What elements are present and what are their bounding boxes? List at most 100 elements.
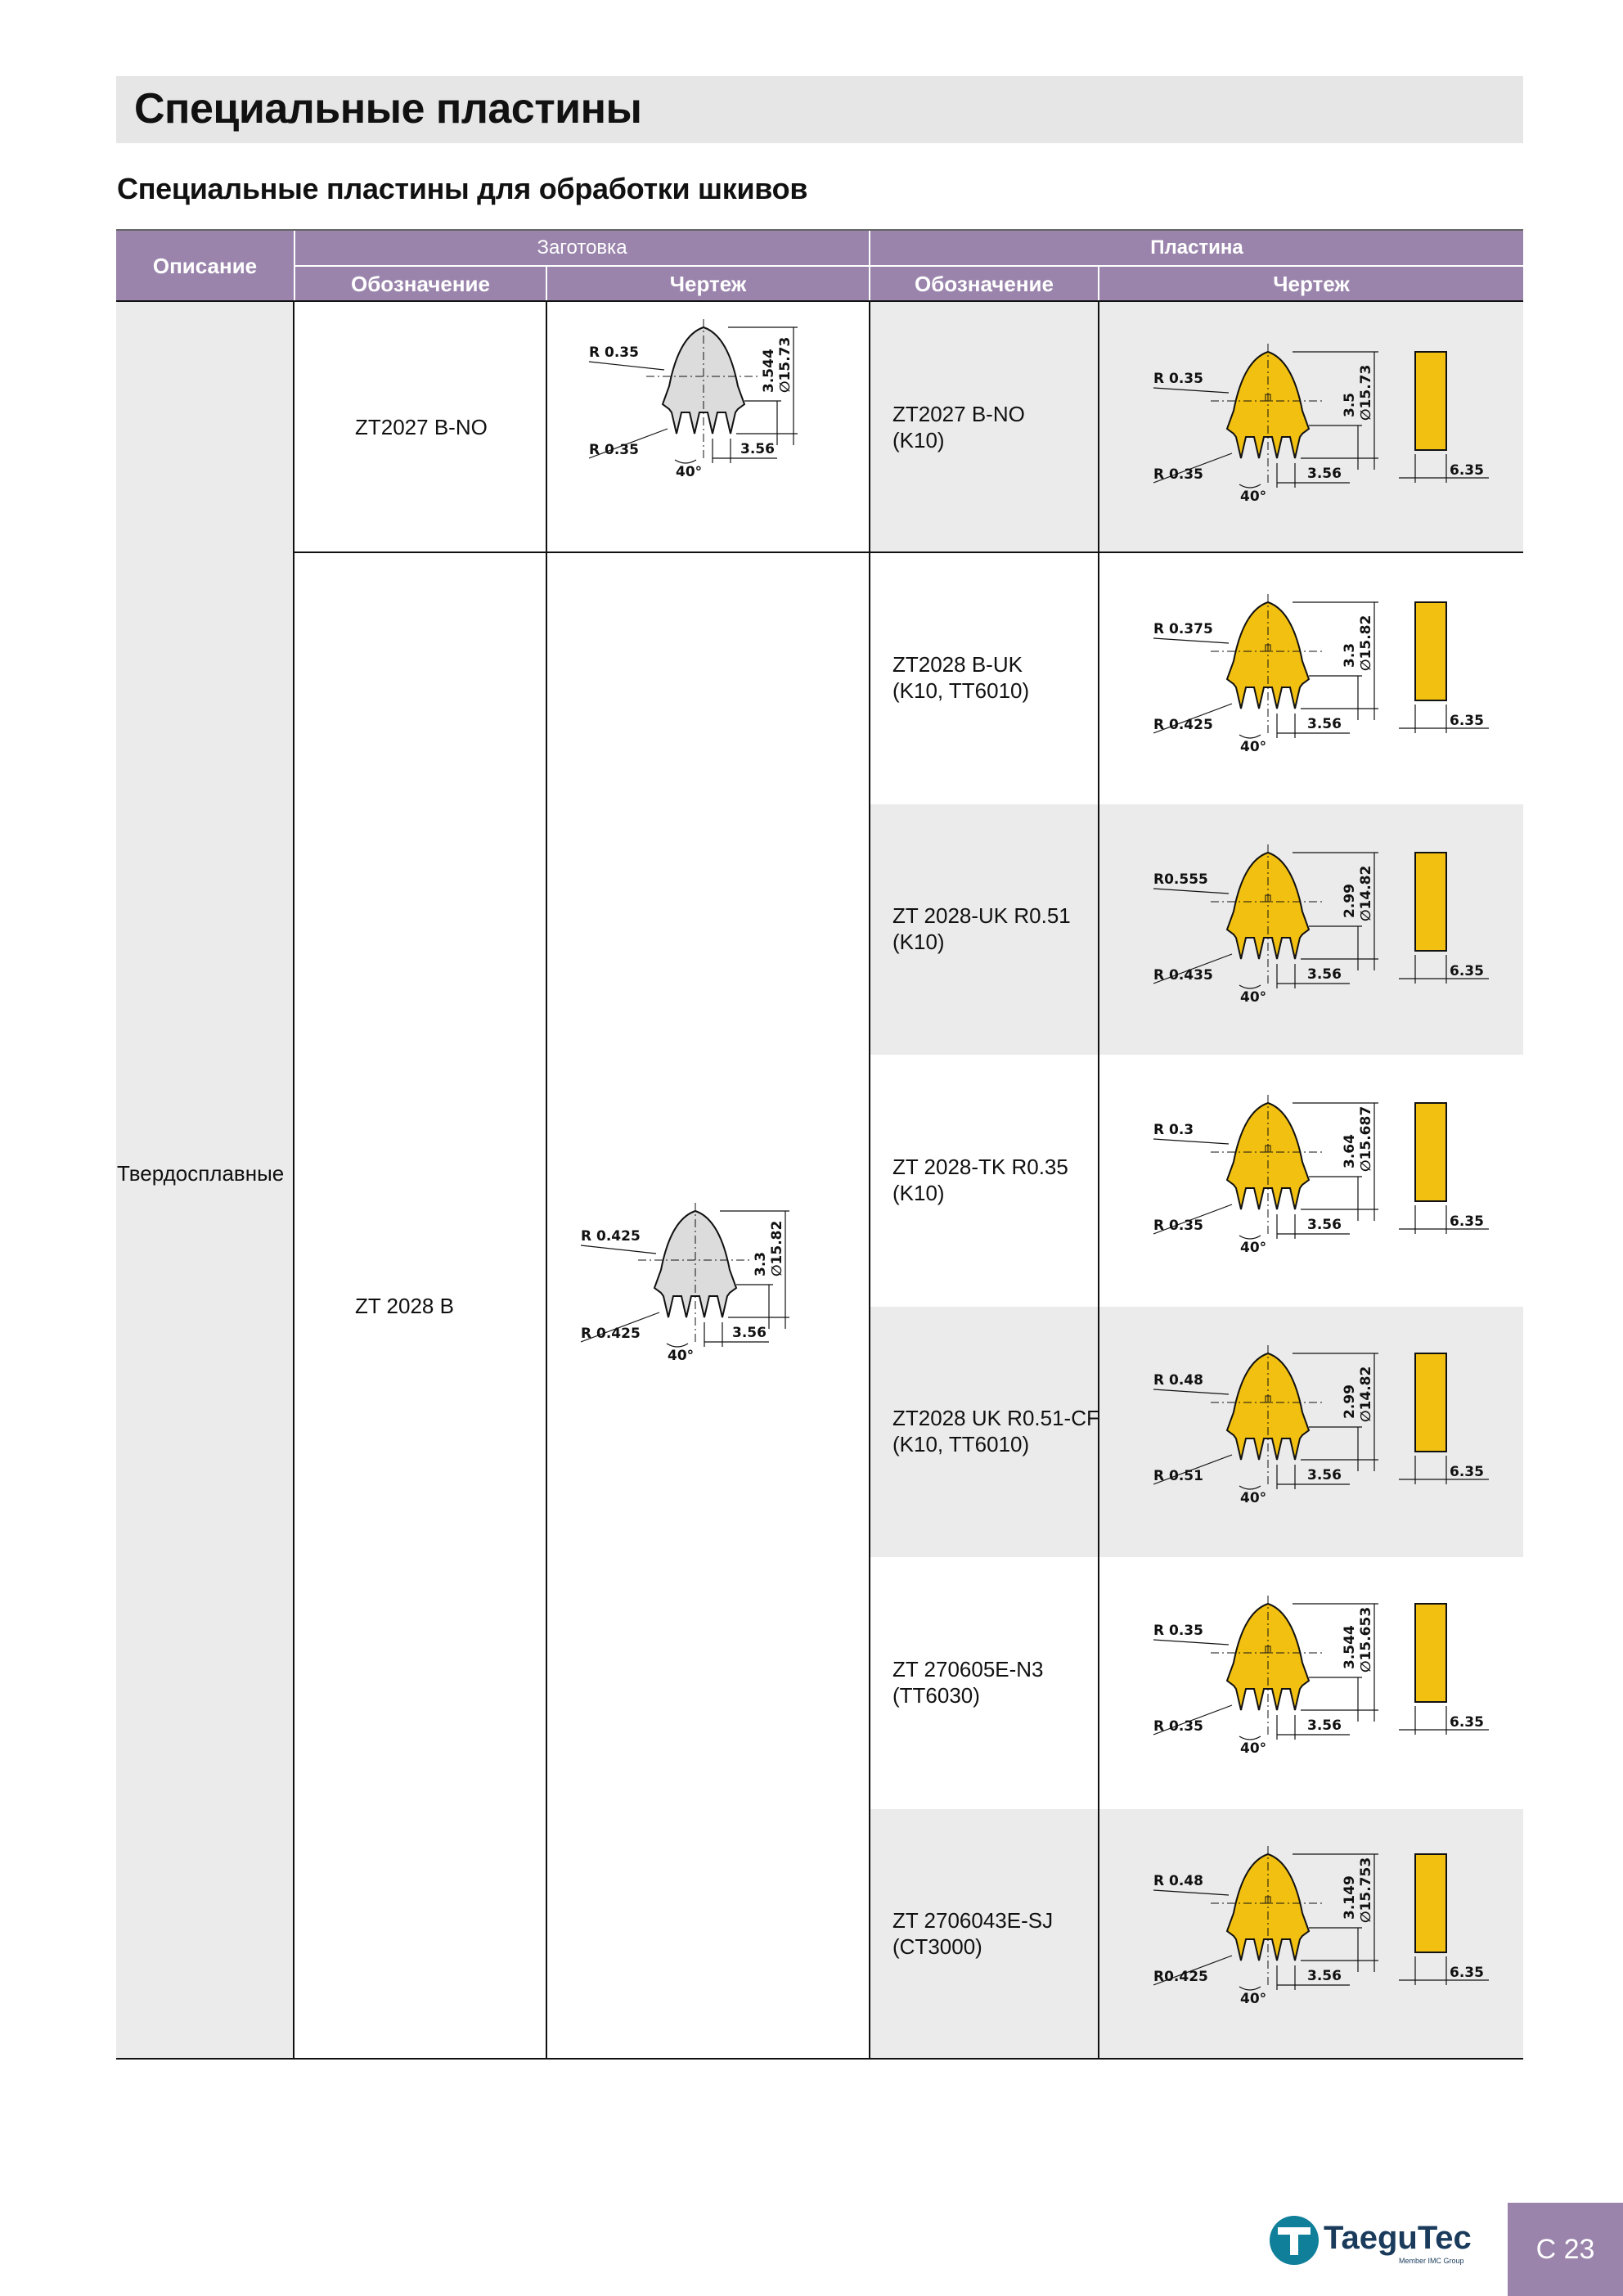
dim-diameter: ∅14.82 [1358,866,1374,921]
page-title-bar: Специальные пластины [116,76,1523,143]
insert-side-view [1414,1603,1447,1703]
dim-height: 3.3 [1342,643,1358,668]
dim-diameter: ∅15.82 [1358,615,1374,671]
insert-code: ZT2028 B-UK [892,652,1023,677]
taegutec-logo: TaeguTec Member IMC Group [1266,2209,1479,2276]
insert-designation-7: ZT 2706043E-SJ (CT3000) [892,1907,1053,1960]
col-line-4 [1098,302,1099,2060]
dim-radius-bottom: R 0.435 [1153,967,1213,984]
description-cell-bg [116,302,294,2060]
dim-angle: 40° [1240,1490,1266,1506]
insert-code: ZT2027 B-NO [892,402,1025,426]
col-line-3 [869,302,870,2060]
dim-pitch: 3.56 [1307,716,1342,732]
description-value: Твердосплавные [117,1161,285,1186]
insert-side-view [1414,852,1447,952]
dim-diameter: ∅15.73 [777,337,794,393]
dim-pitch: 3.56 [1307,1968,1342,1984]
dim-radius-bottom: R0.425 [1153,1969,1208,1985]
dim-angle: 40° [1240,739,1266,755]
dim-radius-bottom: R 0.425 [581,1326,641,1342]
dim-height: 3.544 [1342,1625,1358,1669]
dim-diameter: ∅15.753 [1358,1857,1374,1923]
col-line-2 [546,302,547,2060]
header-blank-group: Заготовка [295,231,869,265]
insert-side-view [1414,351,1447,451]
page-number: C 23 [1508,2203,1623,2296]
dim-radius-top: R0.555 [1153,871,1208,888]
dim-radius-bottom: R 0.425 [1153,717,1213,733]
header-top-line [116,229,1523,231]
dim-height: 3.5 [1342,393,1358,417]
dim-radius-top: R 0.3 [1153,1122,1194,1138]
dim-thickness: 6.35 [1450,1965,1484,1981]
dim-diameter: ∅15.653 [1358,1607,1374,1672]
insert-grade: (TT6030) [892,1683,980,1708]
row-line-1 [293,551,1523,553]
header-blank-drawing: Чертеж [547,267,869,302]
dim-angle: 40° [1240,488,1266,505]
dim-angle: 40° [1240,1240,1266,1256]
dim-diameter: ∅15.687 [1358,1106,1374,1172]
insert-side-view [1414,1353,1447,1452]
logo-brand: TaeguTec [1324,2220,1472,2256]
dim-radius-bottom: R 0.51 [1153,1468,1203,1484]
dim-radius-top: R 0.35 [1153,1623,1203,1639]
dim-angle: 40° [668,1348,694,1364]
insert-designation-5: ZT2028 UK R0.51-CF (K10, TT6010) [892,1405,1099,1457]
insert-grade: (K10) [892,930,945,954]
dim-diameter: ∅15.73 [1358,365,1374,421]
header-bottom-line [116,300,1523,302]
dim-radius-bottom: R 0.35 [589,442,639,458]
insert-side-view [1414,601,1447,701]
insert-grade: (K10, TT6010) [892,678,1030,703]
blank-designation-2: ZT 2028 B [355,1294,454,1318]
dim-height: 3.544 [761,349,777,393]
dim-radius-bottom: R 0.35 [1153,466,1203,483]
header-insert-group: Пластина [870,231,1523,265]
dim-height: 2.99 [1342,1384,1358,1419]
dim-thickness: 6.35 [1450,713,1484,729]
insert-code: ZT 270605E-N3 [892,1657,1044,1681]
dim-height: 3.64 [1342,1134,1358,1168]
dim-pitch: 3.56 [1307,1717,1342,1734]
dim-pitch: 3.56 [1307,1467,1342,1483]
insert-grade: (CT3000) [892,1934,982,1959]
dim-radius-top: R 0.48 [1153,1372,1203,1389]
blank-designation-1: ZT2027 B-NO [355,415,488,439]
insert-code: ZT 2706043E-SJ [892,1908,1054,1933]
dim-pitch: 3.56 [1307,466,1342,482]
page-title: Специальные пластины [134,85,642,133]
insert-designation-6: ZT 270605E-N3 (TT6030) [892,1656,1044,1708]
insert-grade: (K10) [892,1181,945,1205]
dim-height: 3.149 [1342,1875,1358,1920]
dim-radius-top: R 0.425 [581,1228,641,1245]
dim-thickness: 6.35 [1450,1714,1484,1731]
dim-radius-top: R 0.48 [1153,1873,1203,1889]
blank-drawing-1: 3.544∅15.73 R 0.35 R 0.35 3.56 40° [588,319,834,487]
dim-angle: 40° [1240,1991,1266,2007]
dim-angle: 40° [1240,1740,1266,1757]
dim-angle: 40° [676,464,702,480]
insert-side-view [1414,1853,1447,1953]
dim-radius-top: R 0.35 [589,344,639,361]
insert-designation-4: ZT 2028-TK R0.35 (K10) [892,1154,1068,1206]
dim-radius-top: R 0.35 [1153,371,1203,387]
insert-designation-2: ZT2028 B-UK (K10, TT6010) [892,651,1029,704]
dim-pitch: 3.56 [740,441,775,457]
insert-designation-1: ZT2027 B-NO (K10) [892,401,1025,453]
dim-diameter: ∅15.82 [769,1221,785,1276]
insert-code: ZT2028 UK R0.51-CF [892,1406,1099,1430]
dim-pitch: 3.56 [732,1325,767,1341]
dim-thickness: 6.35 [1450,1213,1484,1230]
dim-pitch: 3.56 [1307,966,1342,983]
insert-side-view [1414,1102,1447,1202]
dim-height: 2.99 [1342,884,1358,918]
dim-radius-bottom: R 0.35 [1153,1718,1203,1735]
dim-thickness: 6.35 [1450,963,1484,979]
